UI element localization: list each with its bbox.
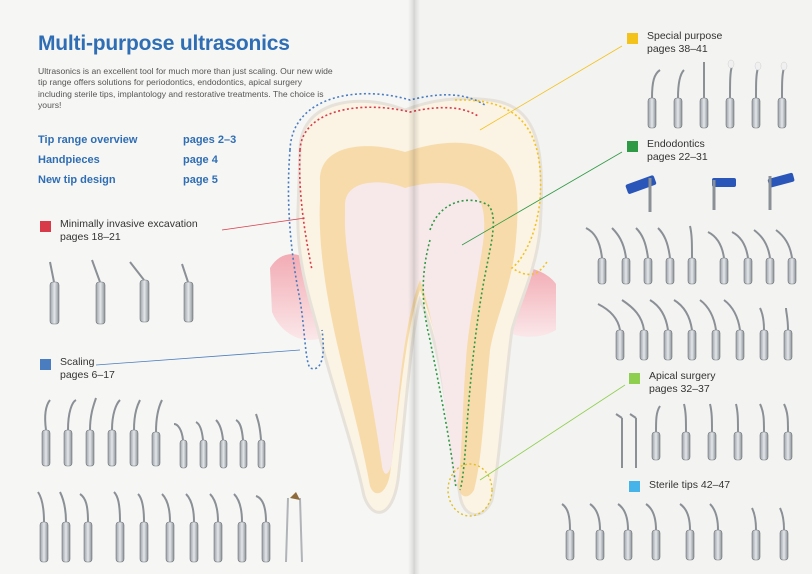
excavation-tips	[49, 259, 194, 325]
toc-pages: pages 2–3	[183, 134, 237, 146]
scaling-pages: pages 6–17	[60, 368, 115, 381]
scaling-tips-row1	[41, 429, 266, 469]
toc-label: New tip design	[38, 174, 116, 186]
special-color-square	[627, 33, 638, 44]
page-gutter	[408, 0, 420, 574]
endo-files	[625, 172, 795, 212]
leader-apical	[479, 384, 626, 481]
apical-title: Apical surgery	[649, 370, 716, 382]
apical-color-square	[629, 373, 640, 384]
endo-tips-row2	[615, 329, 793, 361]
leader-special	[479, 45, 623, 131]
scaling-label: Scaling pages 6–17	[60, 356, 115, 381]
endo-title: Endodontics	[647, 138, 705, 150]
sterile-color-square	[629, 481, 640, 492]
leader-endo	[461, 151, 623, 246]
endo-outline-green	[429, 199, 495, 491]
scaling-color-square	[40, 359, 51, 370]
page-title: Multi-purpose ultrasonics	[38, 32, 290, 55]
sterile-title: Sterile tips 42–47	[649, 479, 731, 491]
excavation-color-square	[40, 221, 51, 232]
excavation-outline-red	[299, 106, 479, 151]
apical-tips	[651, 431, 793, 461]
apical-outline	[447, 463, 493, 517]
special-outline-yellow	[454, 99, 549, 276]
sterile-label: Sterile tips 42–47	[649, 479, 730, 492]
intro-text: Ultrasonics is an excellent tool for muc…	[38, 66, 333, 111]
scaling-outline-blue	[289, 92, 486, 151]
toc-pages: page 4	[183, 154, 218, 166]
toc-pages: page 5	[183, 174, 218, 186]
apical-pages: pages 32–37	[649, 382, 710, 395]
excavation-pages: pages 18–21	[60, 230, 121, 243]
endo-label: Endodontics pages 22–31	[647, 138, 708, 163]
toc-label: Tip range overview	[38, 134, 138, 146]
excavation-label: Minimally invasive excavation pages 18–2…	[60, 218, 198, 243]
special-title: Special purpose	[647, 30, 723, 42]
scaling-title: Scaling	[60, 356, 95, 368]
special-pages: pages 38–41	[647, 42, 708, 55]
endo-pages: pages 22–31	[647, 150, 708, 163]
scaling-tips-row2	[39, 521, 271, 563]
leader-excavation	[221, 217, 306, 231]
endo-tips-row1	[597, 257, 797, 285]
excavation-title: Minimally invasive excavation	[60, 218, 198, 230]
apical-label: Apical surgery pages 32–37	[649, 370, 716, 395]
leader-scaling	[95, 349, 301, 366]
special-label: Special purpose pages 38–41	[647, 30, 722, 55]
special-tips	[647, 97, 787, 129]
toc-label: Handpieces	[38, 154, 100, 166]
sterile-tips	[565, 529, 789, 561]
endo-color-square	[627, 141, 638, 152]
pulp	[344, 182, 485, 486]
